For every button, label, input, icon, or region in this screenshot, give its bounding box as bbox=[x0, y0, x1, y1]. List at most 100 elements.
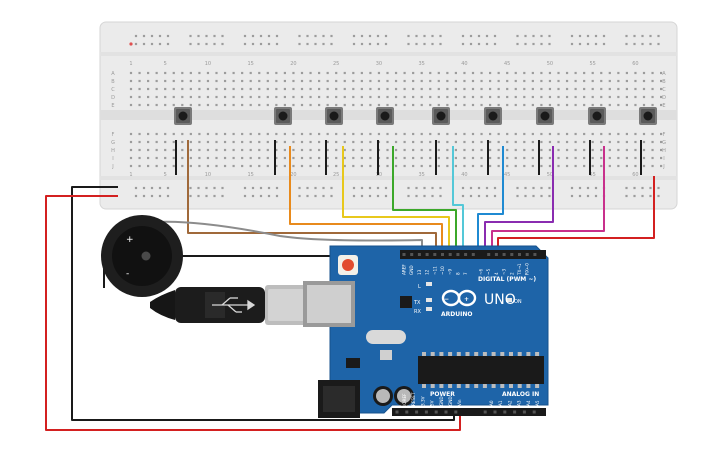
power-pin-label: 3.3V bbox=[420, 396, 425, 406]
digital-pin-label: ~11 bbox=[432, 266, 437, 275]
column-number: 15 bbox=[248, 172, 254, 178]
power-pin-label: GND bbox=[439, 396, 444, 406]
power-pin-label: A4 bbox=[526, 400, 531, 406]
column-number: 5 bbox=[164, 61, 167, 67]
usb-icon bbox=[212, 297, 256, 313]
rail-plus-marker bbox=[129, 42, 133, 46]
digital-pin-label: ~3 bbox=[502, 268, 507, 275]
arduino-infinity-logo bbox=[441, 289, 477, 307]
buzzer-plus-label: + bbox=[126, 235, 134, 245]
push-button[interactable] bbox=[432, 107, 450, 125]
buzzer[interactable]: + - bbox=[101, 215, 183, 297]
push-button[interactable] bbox=[325, 107, 343, 125]
digital-pin-label: 12 bbox=[425, 269, 430, 275]
push-button[interactable] bbox=[536, 107, 554, 125]
row-letter: E bbox=[111, 103, 114, 109]
digital-pin-label: TX→1 bbox=[517, 263, 522, 276]
buzzer-minus-label: - bbox=[126, 269, 129, 279]
atmega-chip bbox=[418, 356, 544, 384]
wire-brown bbox=[187, 140, 437, 250]
row-letter: J bbox=[662, 164, 664, 170]
on-label: ON bbox=[514, 299, 522, 305]
column-number: 20 bbox=[290, 61, 296, 67]
led-label-rx: RX bbox=[414, 309, 421, 315]
digital-pin-label: RX←0 bbox=[525, 263, 530, 275]
wire-purple bbox=[484, 146, 554, 250]
arduino-uno-board[interactable]: L TX RX ON − + ARDUINO UNO DIGITAL (PWM … bbox=[303, 245, 549, 418]
arduino-brand: ARDUINO bbox=[441, 311, 472, 318]
push-button[interactable] bbox=[484, 107, 502, 125]
digital-pin-header[interactable] bbox=[400, 250, 546, 259]
wires[interactable] bbox=[45, 140, 655, 431]
row-letter: C bbox=[662, 87, 666, 93]
power-pin-label: A1 bbox=[498, 400, 503, 406]
row-letter: I bbox=[112, 156, 113, 162]
push-button[interactable] bbox=[376, 107, 394, 125]
power-pin-header[interactable] bbox=[392, 408, 546, 416]
digital-pin-label: 4 bbox=[494, 272, 499, 275]
digital-pin-label: ~9 bbox=[448, 268, 453, 275]
column-number: 35 bbox=[419, 61, 425, 67]
column-number: 40 bbox=[461, 61, 467, 67]
digital-pin-label: GND bbox=[409, 265, 414, 275]
digital-pin-label: AREF bbox=[402, 264, 407, 275]
usb-cable[interactable] bbox=[150, 285, 307, 325]
column-number: 15 bbox=[248, 61, 254, 67]
column-number: 25 bbox=[333, 172, 339, 178]
row-letter: F bbox=[112, 132, 115, 138]
wire-blue bbox=[477, 146, 504, 250]
power-pin-label: 5V bbox=[430, 400, 435, 406]
push-button[interactable] bbox=[274, 107, 292, 125]
wire-cyan bbox=[452, 146, 464, 250]
row-letter: A bbox=[662, 71, 666, 77]
digital-pin-label: 8 bbox=[455, 272, 460, 275]
column-number: 60 bbox=[632, 172, 638, 178]
power-pin-label: GND bbox=[448, 396, 453, 406]
button-leads bbox=[175, 140, 642, 175]
row-letter: H bbox=[662, 148, 666, 154]
power-pin-label: Vin bbox=[457, 399, 462, 406]
column-number: 1 bbox=[129, 172, 132, 178]
power-pin-label: A0 bbox=[489, 400, 494, 406]
row-letter: J bbox=[111, 164, 113, 170]
column-number: 1 bbox=[129, 61, 132, 67]
column-number: 40 bbox=[461, 172, 467, 178]
column-number: 10 bbox=[205, 172, 211, 178]
arduino-model: UNO bbox=[484, 292, 516, 308]
row-letter: A bbox=[111, 71, 115, 77]
row-letter: D bbox=[111, 95, 115, 101]
push-button[interactable] bbox=[639, 107, 657, 125]
power-header-label: POWER bbox=[430, 391, 455, 398]
digital-pin-label: 7 bbox=[463, 272, 468, 275]
push-button[interactable] bbox=[174, 107, 192, 125]
row-letter: B bbox=[662, 79, 666, 85]
wire-red-signal bbox=[497, 176, 655, 250]
column-number: 55 bbox=[590, 61, 596, 67]
row-letter: D bbox=[662, 95, 666, 101]
push-button[interactable] bbox=[588, 107, 606, 125]
row-letter: E bbox=[662, 103, 665, 109]
digital-pin-label: ~5 bbox=[486, 268, 491, 275]
column-number: 5 bbox=[164, 172, 167, 178]
power-pin-label: A2 bbox=[507, 400, 512, 406]
breadboard-column-numbers: 1155101015152020252530303535404045455050… bbox=[129, 61, 638, 178]
wire-yellow bbox=[342, 146, 450, 250]
row-letter: B bbox=[111, 79, 115, 85]
led-label-tx: TX bbox=[413, 300, 421, 306]
row-letter: H bbox=[111, 148, 115, 154]
wire-magenta bbox=[491, 146, 605, 250]
breadboard-holes bbox=[129, 34, 663, 198]
push-buttons[interactable] bbox=[174, 107, 657, 125]
chip-pins bbox=[422, 352, 540, 388]
column-number: 55 bbox=[590, 172, 596, 178]
power-pin-label: A5 bbox=[535, 400, 540, 406]
column-number: 50 bbox=[547, 172, 553, 178]
wire-red-5v bbox=[45, 195, 461, 431]
wire-orange bbox=[289, 146, 443, 250]
digital-pin-label: ~10 bbox=[440, 266, 445, 275]
column-number: 30 bbox=[376, 61, 382, 67]
row-letter: I bbox=[663, 156, 664, 162]
